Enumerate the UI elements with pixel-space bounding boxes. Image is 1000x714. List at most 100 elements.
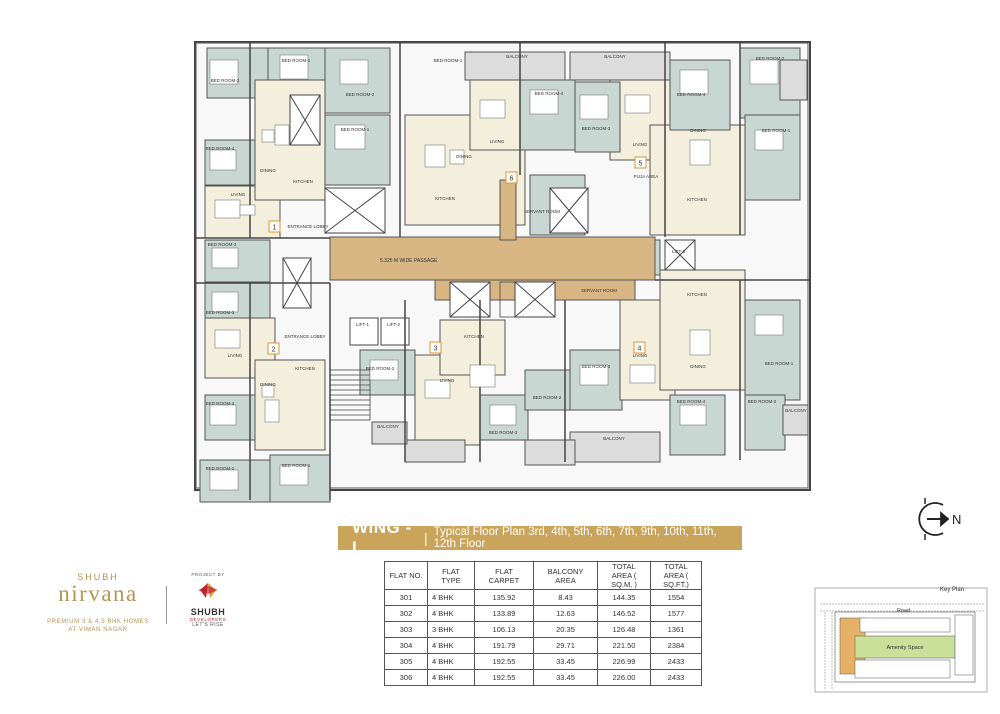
room-label: DINING [456,154,472,159]
flat-number-markers: 1 2 3 4 5 6 [267,156,647,355]
room-label: BED ROOM-4 [677,92,706,97]
table-cell: 33.45 [533,669,598,686]
shafts [282,94,696,318]
furniture [209,54,784,491]
room-labels: BED ROOM-1 BED ROOM-2 BED ROOM-4 BED ROO… [206,54,807,471]
table-cell: 2433 [650,653,702,670]
flat-marker-3: 3 [429,341,442,354]
room-label: BED ROOM-4 [206,146,235,151]
table-cell: 1361 [650,621,702,638]
table-cell: 133.89 [474,605,534,622]
flat-number-label: 3 [434,346,438,353]
developer-tagline: LET'S RISE [192,622,224,628]
lift-3-label: LIFT-3 [672,249,686,254]
room-label: DINING [260,382,276,387]
table-header: BALCONY AREA [533,561,598,590]
lift-2-label: LIFT-2 [387,322,401,327]
table-cell: 4 BHK [427,605,475,622]
balcony [524,439,576,466]
flat-area-table: FLAT NO. FLAT TYPE FLAT CARPET BALCONY A… [384,561,702,686]
room-label: SERVANT ROOM [581,288,617,293]
table-header: FLAT CARPET [474,561,534,590]
room-label: BED ROOM-4 [206,401,235,406]
table-cell: 106.13 [474,621,534,638]
table-cell: 301 [384,589,428,606]
flat-number-label: 4 [638,346,642,353]
wing-title: WING - I [352,518,412,557]
passage-label: 5.325 M WIDE PASSAGE [380,258,438,264]
room-label: LIVING [440,378,455,383]
flat-marker-1: 1 [268,220,281,233]
table-header: FLAT NO. [384,561,428,590]
table-cell: 1554 [650,589,702,606]
room-label: BED ROOM-3 [208,242,237,247]
room-label: BED ROOM-3 [206,310,235,315]
table-cell: 303 [384,621,428,638]
table-cell: 8.43 [533,589,598,606]
logo-divider [166,586,167,624]
table-header-row: FLAT NO. FLAT TYPE FLAT CARPET BALCONY A… [384,561,702,590]
balcony [371,421,408,445]
room-label: BED ROOM-2 [533,395,562,400]
table-cell: 1577 [650,605,702,622]
table-cell: 306 [384,669,428,686]
table-cell: 3 BHK [427,621,475,638]
brand-tagline-2: AT VIMAN NAGAR [68,627,128,633]
project-by-label: PROJECT BY [191,572,225,577]
room-label: BED ROOM-1 [282,463,311,468]
table-cell: 20.35 [533,621,598,638]
room-label: BED ROOM-2 [366,366,395,371]
room-label: BALCONY [506,54,528,59]
table-cell: 4 BHK [427,669,475,686]
room-label: KITCHEN [464,334,484,339]
room-label: BED ROOM-1 [282,58,311,63]
balcony [404,439,466,463]
room-label: BED ROOM-2 [206,466,235,471]
balcony [782,404,809,436]
balcony [779,59,808,101]
room-label: BED ROOM-3 [489,430,518,435]
table-cell: 221.50 [597,637,651,654]
key-plan: Road Amenity Space [814,587,988,693]
room-label: KITCHEN [435,196,455,201]
table-cell: 135.92 [474,589,534,606]
room-label: PUJA AREA [634,174,659,179]
room-label: DINING [260,168,276,173]
table-cell: 146.52 [597,605,651,622]
keyplan-amenity-label: Amenity Space [887,645,924,651]
balconies [371,51,809,466]
room-label: BED ROOM-2 [211,78,240,83]
table-cell: 33.45 [533,653,598,670]
shubh-developers-logo-icon [198,583,218,598]
table-cell: 2384 [650,637,702,654]
room-label: BALCONY [785,408,807,413]
room-label: KITCHEN [687,292,707,297]
room-label: BED ROOM-3 [582,364,611,369]
flat-marker-4: 4 [633,341,646,354]
room-label: BALCONY [377,424,399,429]
compass-icon [918,498,950,540]
balcony [569,51,671,81]
brand-tagline-1: PREMIUM 3 & 4.5 BHK HOMES [47,619,149,625]
flat-number-label: 6 [510,176,514,183]
brand-name: nirvana [58,581,138,606]
flat-number-label: 5 [639,161,643,168]
room-label: LIVING [490,139,505,144]
developer-sub: DEVELOPERS [189,617,227,622]
room-label: BED ROOM-2 [756,56,785,61]
room-label: ENTRANCE LOBBY [287,224,328,229]
title-separator: | [423,530,428,546]
table-cell: 192.55 [474,653,534,670]
staircase [329,281,516,421]
brand-top: SHUBH [77,572,119,582]
room-label: KITCHEN [293,179,313,184]
room-label: LIVING [633,142,648,147]
table-cell: 4 BHK [427,589,475,606]
table-cell: 226.00 [597,669,651,686]
table-cell: 4 BHK [427,637,475,654]
room-label: BED ROOM-1 [762,128,791,133]
